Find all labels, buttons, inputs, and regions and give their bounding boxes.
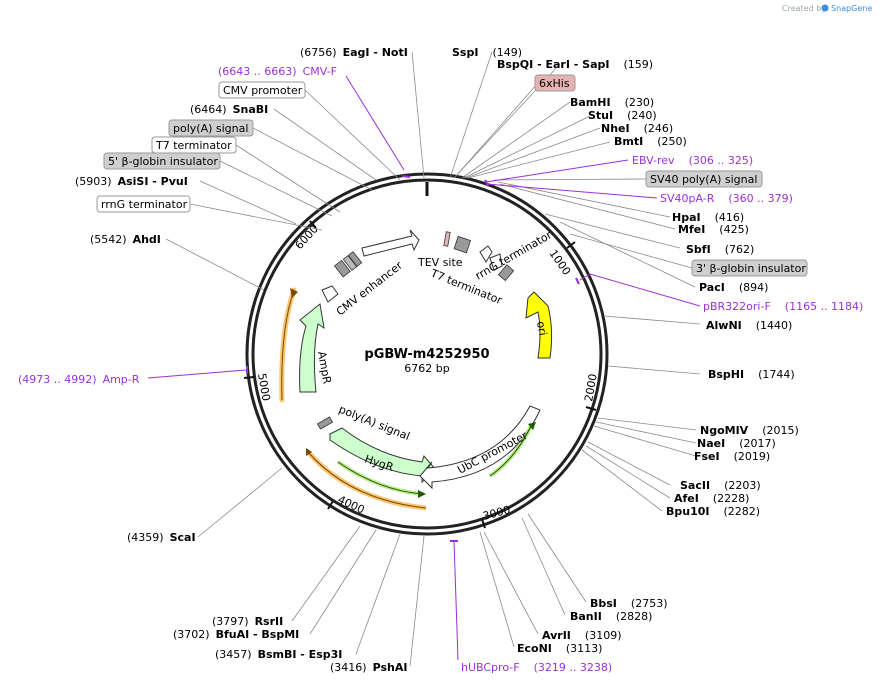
feature-beta-globin-3: [497, 264, 515, 282]
site-label-group: (6756)EagI - NotI SspI(149) BspQI - EarI…: [75, 46, 799, 674]
primer-marks: [246, 175, 580, 542]
primer-hubcpro-f: hUBCpro-F(3219 .. 3238): [461, 661, 612, 674]
svg-text:3' β-globin insulator: 3' β-globin insulator: [696, 262, 806, 275]
site-2282: Bpu10I(2282): [666, 505, 760, 518]
credit-text: Created by: [782, 4, 826, 13]
feature-ori-label: ori: [534, 320, 549, 336]
feature-rrng-marker: [347, 251, 363, 267]
primer-ebv-rev: EBV-rev(306 .. 325): [632, 154, 753, 167]
box-5-beta-globin: 5' β-globin insulator: [103, 152, 221, 170]
feature-polya-marker: [316, 416, 334, 430]
hygr-inner-arrowhead-icon: [418, 490, 426, 498]
tick-label-5000: 5000: [255, 372, 273, 402]
site-250: BmtI(250): [614, 135, 687, 148]
box-cmv-promoter: CMV promoter: [218, 81, 306, 99]
svg-text:SV40 poly(A) signal: SV40 poly(A) signal: [650, 173, 757, 186]
feature-cmv-promoter-arrow: [361, 229, 420, 257]
site-2017: NaeI(2017): [697, 437, 776, 450]
feature-ampr: [299, 303, 325, 393]
site-230: BamHI(230): [570, 96, 654, 109]
ubc-arrowhead-icon: [528, 422, 536, 430]
site-2019: FseI(2019): [694, 450, 770, 463]
svg-text:poly(A) signal: poly(A) signal: [173, 122, 248, 135]
feature-ori: [525, 291, 553, 359]
site-6464: (6464)SnaBI: [190, 103, 268, 116]
site-5903: (5903)AsiSI - PvuI: [75, 175, 188, 188]
feature-sv40-polya: [453, 235, 472, 254]
feature-rrng-arrow-1: [479, 245, 493, 263]
svg-text:T7 terminator: T7 terminator: [155, 139, 232, 152]
site-2228: AfeI(2228): [674, 492, 749, 505]
box-rrng-terminator: rrnG terminator: [96, 195, 191, 213]
feature-hygr: [329, 427, 437, 484]
site-149: SspI(149): [452, 46, 522, 59]
site-2828: BanII(2828): [570, 610, 652, 623]
site-3457: (3457)BsmBI - Esp3I: [215, 648, 342, 661]
site-2015: NgoMIV(2015): [700, 424, 799, 437]
feature-6xhis: [443, 231, 451, 247]
site-894: PacI(894): [699, 281, 768, 294]
plasmid-name: pGBW-m4252950: [364, 347, 489, 362]
site-1440: AlwNI(1440): [706, 319, 792, 332]
site-416: HpaI(416): [672, 211, 744, 224]
primer-sv40pa-r: SV40pA-R(360 .. 379): [660, 192, 793, 205]
site-2203: SacII(2203): [680, 479, 761, 492]
site-246: NheI(246): [601, 122, 673, 135]
site-1744: BspHI(1744): [708, 368, 795, 381]
svg-text:5' β-globin insulator: 5' β-globin insulator: [108, 155, 218, 168]
feature-hygr-inner-orf: [337, 461, 423, 495]
tick-label-2000: 2000: [582, 373, 600, 403]
site-3113: EcoNI(3113): [517, 642, 602, 655]
site-425: MfeI(425): [678, 223, 749, 236]
box-6xhis: 6xHis: [534, 74, 576, 92]
feature-ubc-promoter: [419, 405, 541, 490]
site-3109: AvrII(3109): [542, 629, 621, 642]
site-3416: (3416)PshAI: [330, 661, 407, 674]
primer-label-group: (6643 .. 6663)CMV-F EBV-rev(306 .. 325) …: [18, 65, 863, 674]
feature-ampr-label: AmpR: [315, 350, 334, 385]
feature-leader-lines: [189, 82, 693, 269]
plasmid-backbone: [245, 172, 609, 536]
site-6756: (6756)EagI - NotI: [300, 46, 408, 59]
site-240: StuI(240): [588, 109, 657, 122]
feature-ubc-label: UbC promoter: [455, 429, 530, 477]
tick-marks: [243, 220, 597, 529]
site-762: SbfI(762): [686, 243, 754, 256]
feature-hygr-orf: [307, 451, 427, 509]
hygr-orf-arrowhead-icon: [306, 448, 312, 456]
feature-ampr-orf: [281, 289, 295, 401]
box-polya-signal: poly(A) signal: [168, 119, 254, 137]
site-2753: BbsI(2753): [590, 597, 667, 610]
primer-cmv-f: (6643 .. 6663)CMV-F: [218, 65, 337, 78]
svg-text:6xHis: 6xHis: [539, 77, 570, 90]
feature-tev-label: TEV site: [417, 256, 463, 269]
primer-leader-lines: [147, 75, 701, 661]
feature-ubc-orf: [489, 423, 533, 477]
site-5542: (5542)AhdI: [90, 233, 161, 246]
feature-t7-marker: [342, 255, 358, 271]
site-4359: (4359)ScaI: [127, 531, 196, 544]
site-159: BspQI - EarI - SapI(159): [497, 58, 653, 71]
ampr-orf-arrowhead-icon: [290, 288, 298, 298]
box-3-beta-globin: 3' β-globin insulator: [691, 259, 808, 277]
box-sv40-polya: SV40 poly(A) signal: [645, 170, 763, 188]
box-t7-terminator: T7 terminator: [151, 136, 237, 154]
primer-pbr322ori-f: pBR322ori-F(1165 .. 1184): [703, 300, 863, 313]
feature-rrng-arrow-2: [489, 253, 503, 271]
svg-text:rrnG terminator: rrnG terminator: [101, 198, 188, 211]
site-3702: (3702)BfuAI - BspMI: [173, 628, 299, 641]
site-3797: (3797)RsrII: [212, 615, 283, 628]
feature-cmv-enhancer-arrow: [321, 285, 339, 303]
primer-amp-r: (4973 .. 4992)Amp-R: [18, 373, 140, 386]
svg-text:CMV promoter: CMV promoter: [223, 84, 303, 97]
plasmid-size: 6762 bp: [404, 362, 449, 375]
feature-beta-globin-5: [333, 259, 351, 278]
credit-brand: SnapGene: [831, 4, 872, 13]
snapgene-logo-icon: [821, 4, 829, 12]
